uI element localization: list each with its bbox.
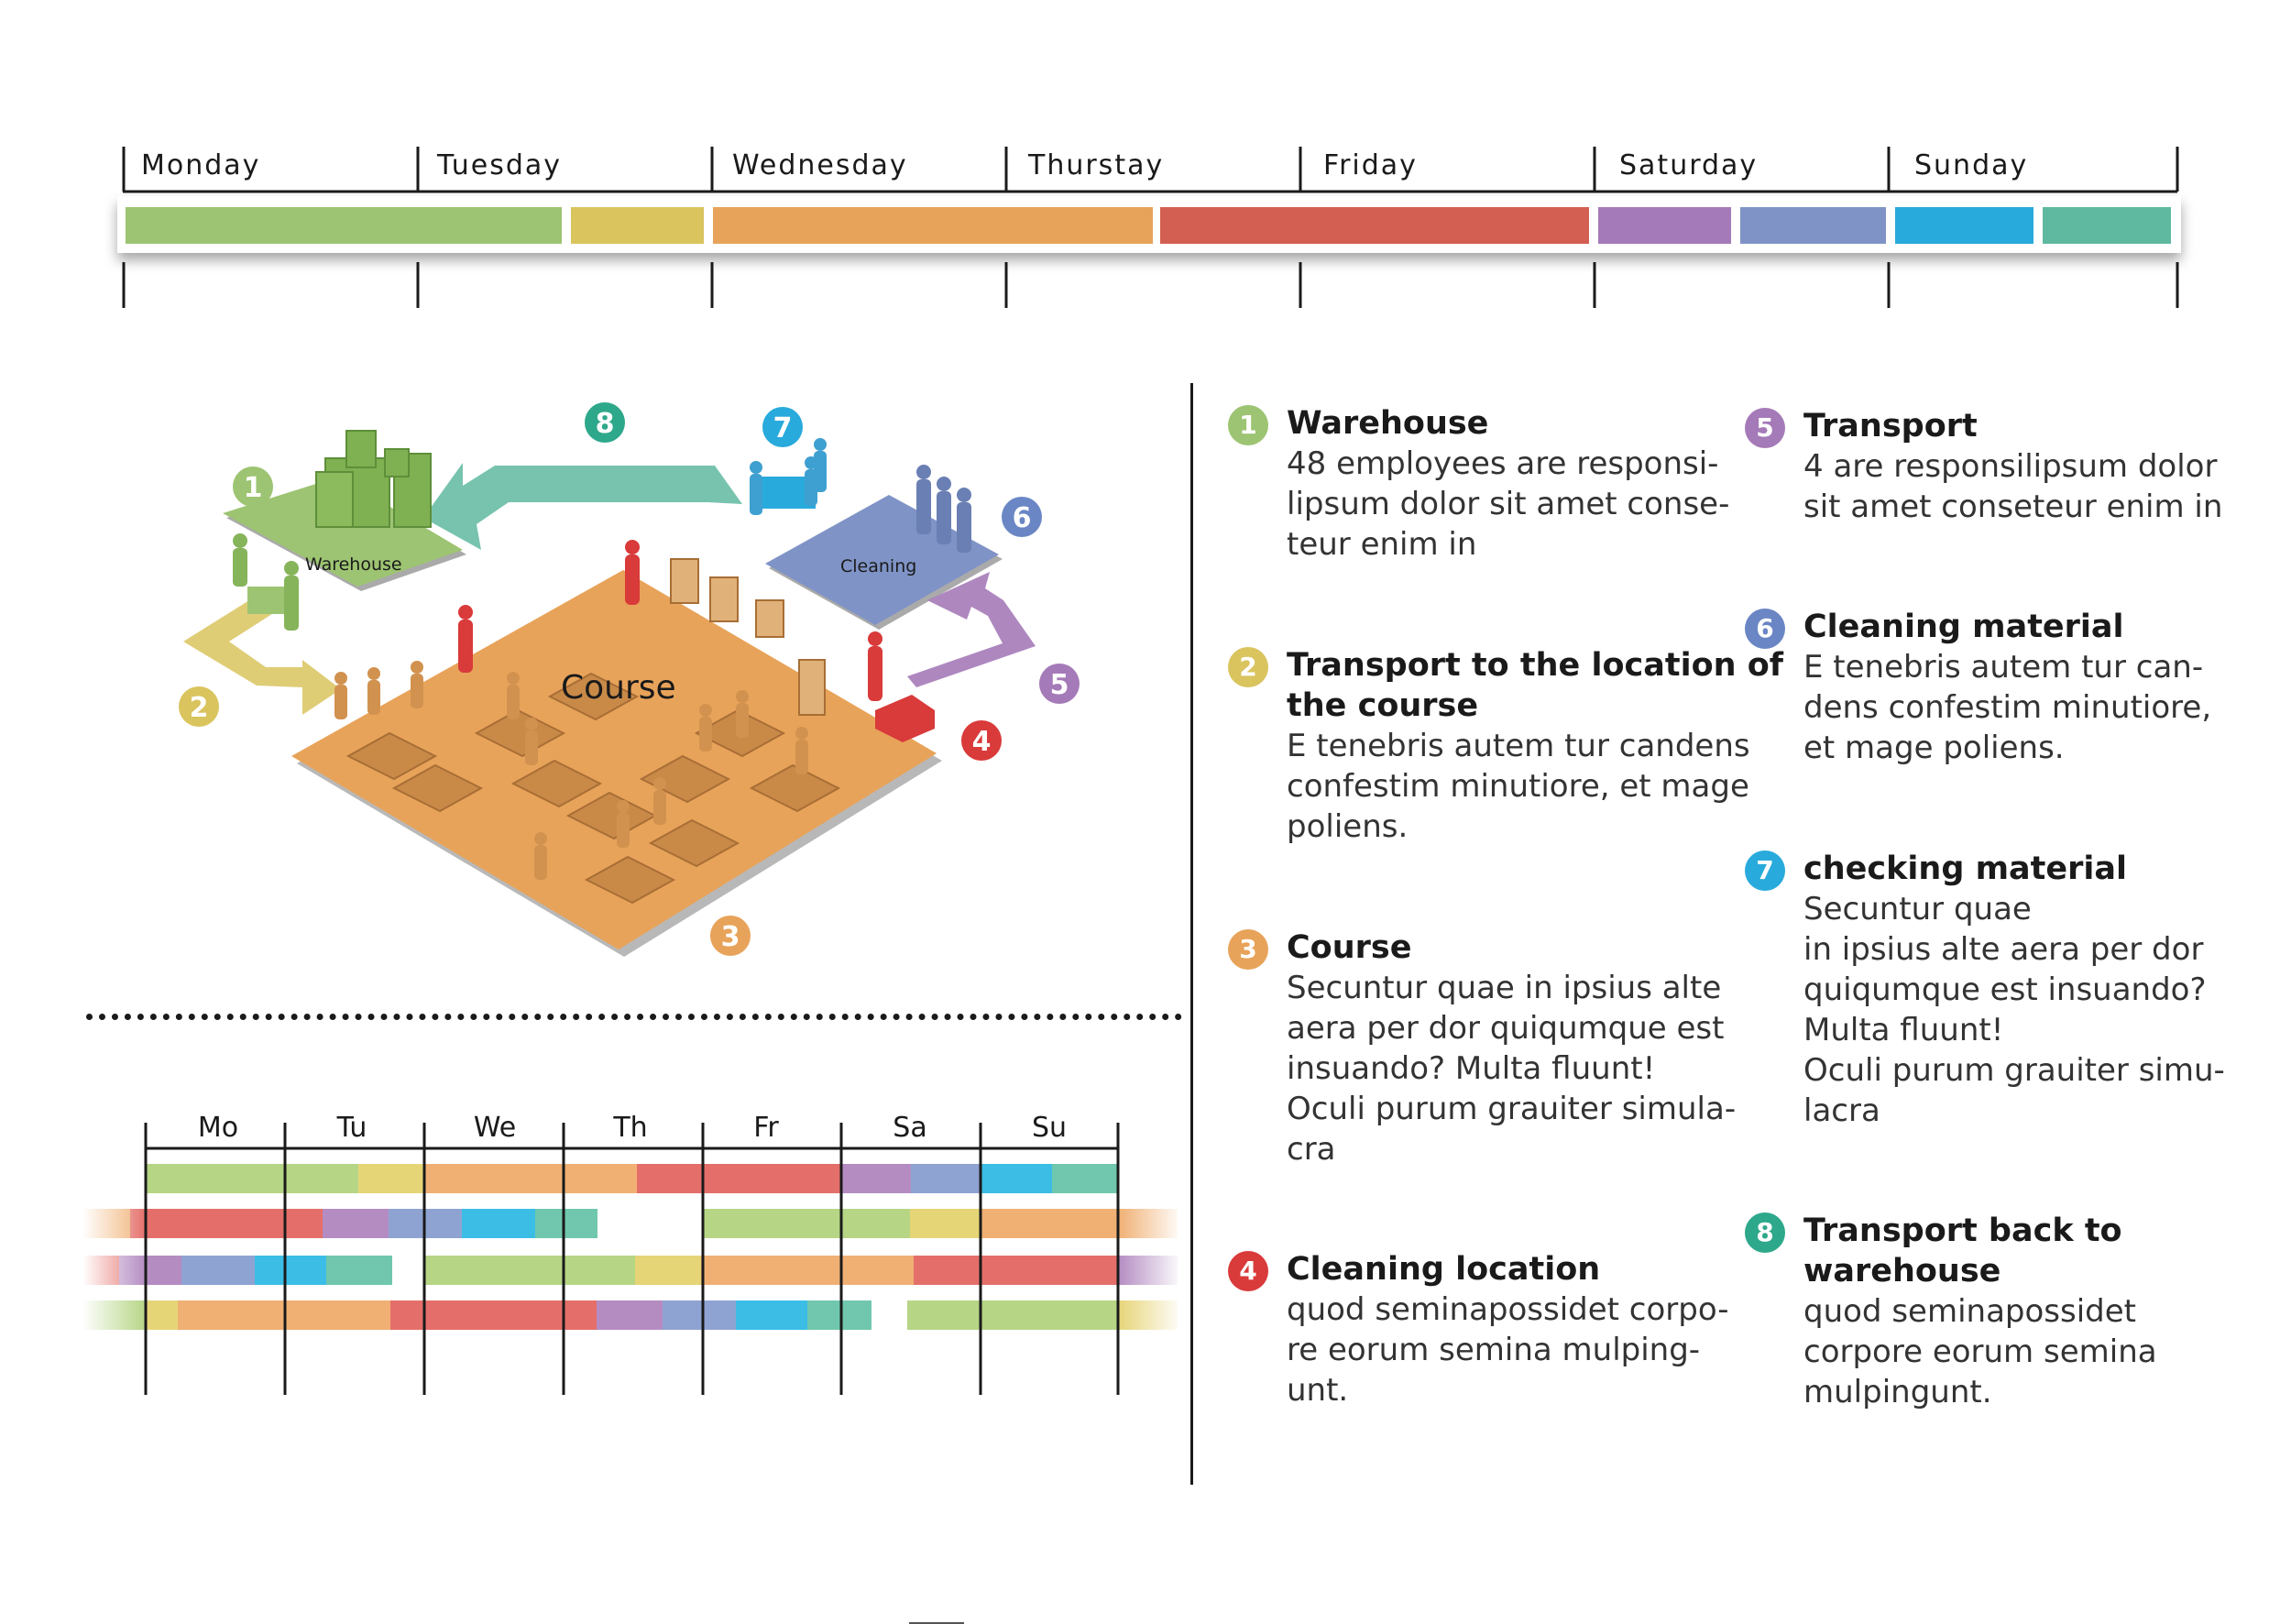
badge-8: 8 [585,402,625,443]
legend-description: Secuntur quae in ipsius alte aera per do… [1287,970,1737,1168]
legend-description: E tenebris autem tur candens confestim m… [1287,728,1750,845]
svg-text:3: 3 [721,921,740,953]
course-label: Course [561,669,676,707]
badge-6: 6 [1002,497,1042,537]
vertical-divider [1190,383,1193,1485]
legend-description: 4 are responsilipsum dolor sit amet cons… [1803,448,2223,525]
badge-7: 7 [762,407,803,447]
warehouse-label: Warehouse [305,554,402,575]
legend-number-badge: 2 [1228,647,1268,687]
svg-text:2: 2 [190,692,209,724]
badge-1: 1 [233,466,273,507]
schedule-day-we: We [474,1112,516,1144]
badge-2: 2 [179,686,219,727]
schedule-day-tu: Tu [336,1112,367,1144]
segment-course [713,207,1153,244]
segment-cleaning-material [1740,207,1886,244]
svg-text:7: 7 [773,412,793,444]
legend-number-badge: 1 [1228,405,1268,445]
legend-description: 48 employees are responsi- lipsum dolor … [1287,445,1730,563]
schedule-row-4 [82,1300,1182,1330]
day-label-monday: Monday [141,149,260,181]
legend-title: Transport back to warehouse [1803,1213,2122,1289]
process-diagram: Course Warehouse Cleaning 1 2 3 4 5 6 7 … [179,402,1080,957]
course-supervisors [458,540,935,742]
legend-title: Transport [1803,408,1978,444]
legend-title: checking material [1803,850,2128,887]
schedule-day-fr: Fr [753,1112,779,1144]
legend-title: Cleaning material [1803,609,2124,645]
legend-item-cleaning-material: 6 Cleaning material E tenebris autem tur… [1745,607,2211,768]
shift-schedule: Mo Tu We Th Fr Sa Su [82,1112,1182,1395]
warehouse-platform [223,477,466,591]
day-label-wednesday: Wednesday [732,149,908,181]
arrow-transport [907,572,1036,687]
cleaning-staff [916,465,971,553]
legend-title: Cleaning location [1287,1251,1601,1288]
weekly-timeline: Monday Tuesday Wednesday Thurstay Friday… [117,147,2181,308]
badge-5: 5 [1039,664,1080,704]
legend-number-badge: 5 [1745,408,1785,448]
course-tables [345,672,841,905]
badge-4: 4 [961,720,1002,761]
legend-number-badge: 8 [1745,1213,1785,1253]
schedule-row-2 [82,1209,1182,1238]
day-label-thursday: Thurstay [1027,149,1164,181]
segment-cleaning-location [1160,207,1589,244]
legend-description: Secuntur quae in ipsius alte aera per do… [1803,891,2225,1129]
warehouse-workers [233,533,299,631]
legend-item-cleaning-location: 4 Cleaning location quod seminapossidet … [1228,1249,1729,1410]
schedule-row-1 [146,1164,1117,1193]
legend-number-badge: 3 [1228,929,1268,970]
arrow-transport-back [423,463,742,550]
legend-description: E tenebris autem tur can- dens confestim… [1803,649,2212,766]
segment-transport [1598,207,1731,244]
legend-item-course: 3 Course Secuntur quae in ipsius alte ae… [1228,927,1736,1169]
legend-title: Course [1287,929,1412,966]
schedule-day-sa: Sa [893,1112,926,1144]
legend-description: quod seminapossidet corpore eorum semina… [1803,1293,2157,1410]
legend-number-badge: 6 [1745,609,1785,649]
legend-item-warehouse: 1 Warehouse 48 employees are responsi- l… [1228,403,1729,565]
legend-number-badge: 7 [1745,850,1785,891]
svg-text:1: 1 [244,472,263,504]
day-label-tuesday: Tuesday [436,149,562,181]
schedule-row-3 [82,1256,1182,1285]
legend-title: Transport to the location of the course [1287,647,1784,724]
arrow-transport-to-course [183,596,341,715]
legend-number-badge: 4 [1228,1251,1268,1291]
legend-description: quod seminapossidet corpo- re eorum semi… [1287,1291,1729,1409]
schedule-day-dividers [144,1123,1120,1395]
svg-text:6: 6 [1013,502,1032,534]
legend-item-transport-to-course: 2 Transport to the location of the cours… [1228,645,1783,847]
course-flipcharts [670,558,826,716]
warehouse-shelves [315,430,432,528]
checking-staff [750,438,827,515]
segment-checking-material [1895,207,2033,244]
svg-text:4: 4 [972,726,992,758]
schedule-day-th: Th [612,1112,647,1144]
legend-item-transport-back: 8 Transport back to warehouse quod semin… [1745,1211,2157,1412]
day-label-sunday: Sunday [1914,149,2028,181]
svg-text:8: 8 [596,408,615,440]
segment-warehouse [126,207,562,244]
schedule-day-su: Su [1032,1112,1067,1144]
day-label-saturday: Saturday [1619,149,1758,181]
legend-title: Warehouse [1287,405,1489,442]
day-label-friday: Friday [1323,149,1418,181]
segment-transport-back [2043,207,2171,244]
legend-item-checking-material: 7 checking material Secuntur quae in ips… [1745,849,2225,1131]
schedule-day-mo: Mo [198,1112,238,1144]
legend-item-transport: 5 Transport 4 are responsilipsum dolor s… [1745,406,2222,527]
course-platform [291,570,942,957]
dotted-divider [86,1014,1182,1020]
segment-transport-to-course [571,207,704,244]
svg-text:5: 5 [1050,669,1069,701]
badge-3: 3 [710,916,751,956]
cleaning-label: Cleaning [840,556,916,576]
course-participants [334,661,808,880]
